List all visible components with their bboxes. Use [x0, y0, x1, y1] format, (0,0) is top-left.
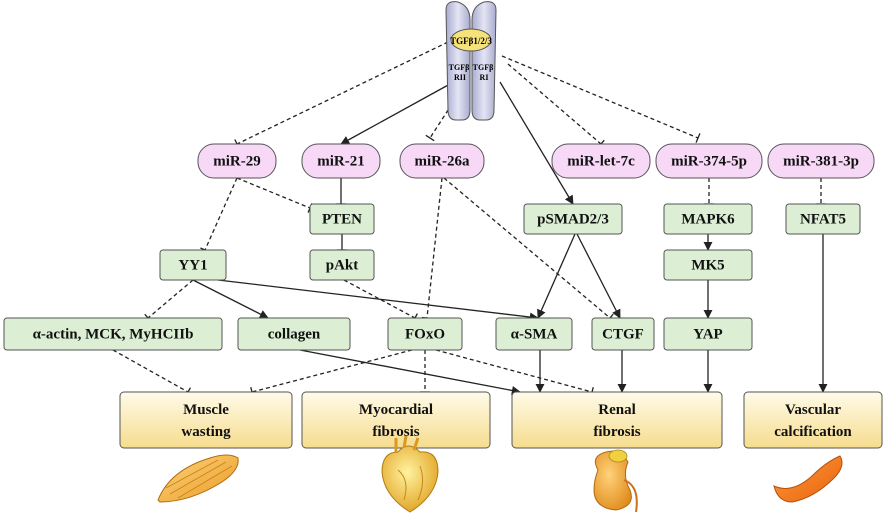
edge-mir26a-to-ctgf: [443, 177, 611, 319]
target-label: PTEN: [322, 211, 362, 227]
mirna-label: miR-374-5p: [671, 153, 747, 169]
outcome-label-line2: calcification: [774, 424, 852, 440]
target-asma: α-SMA: [495, 317, 573, 351]
receptor-left-label-line1: TGFβ: [449, 63, 470, 72]
outcome-label-line2: fibrosis: [372, 424, 419, 440]
mirna-mir29: miR-29: [197, 143, 277, 179]
target-label: α-actin, MCK, MyHCIIb: [33, 326, 194, 342]
receptor-left-label-line2: RII: [454, 73, 466, 82]
target-label: MK5: [691, 257, 724, 273]
mirna-label: miR-29: [213, 153, 261, 169]
edge-mir26a-to-foxo: [426, 177, 443, 319]
target-actin: α-actin, MCK, MyHCIIb: [3, 317, 223, 351]
outcome-vascular-calcification: Vascular calcification: [743, 391, 883, 449]
target-collagen: collagen: [237, 317, 351, 351]
outcome-myocardial-fibrosis: Myocardial fibrosis: [301, 391, 491, 449]
target-psmad: pSMAD2/3: [523, 203, 623, 235]
receptor-right-label-line2: RI: [480, 73, 489, 82]
muscle-illustration: [157, 454, 239, 503]
mirna-mir374: miR-374-5p: [655, 143, 763, 179]
outcome-label-line1: Muscle: [183, 402, 229, 418]
target-label: FOxO: [405, 326, 445, 342]
edge-receptor-to-mirlet7c: [507, 63, 602, 145]
mirna-label: miR-381-3p: [783, 153, 859, 169]
target-mapk6: MAPK6: [663, 203, 753, 235]
target-mk5: MK5: [663, 249, 753, 281]
edge-receptor-to-mir29: [236, 41, 449, 145]
target-pten: PTEN: [309, 203, 375, 235]
target-label: YY1: [178, 257, 207, 273]
mirna-label: miR-let-7c: [567, 153, 635, 169]
target-nfat5: NFAT5: [785, 203, 861, 235]
mirna-mir26a: miR-26a: [399, 143, 485, 179]
target-label: pAkt: [326, 257, 359, 273]
mirna-mir21: miR-21: [301, 143, 381, 179]
mirna-label: miR-26a: [415, 153, 470, 169]
edge-foxo-to-renal: [435, 349, 593, 393]
receptor-left-chain: [445, 1, 471, 121]
outcome-label-line1: Vascular: [785, 402, 841, 418]
target-label: MAPK6: [681, 211, 735, 227]
target-yy1: YY1: [159, 249, 227, 281]
mirna-mir381: miR-381-3p: [767, 143, 875, 179]
mirna-label: miR-21: [317, 153, 365, 169]
target-label: YAP: [693, 326, 722, 342]
edge-receptor-to-mir374: [501, 55, 699, 139]
edge-receptor-to-psmad: [499, 81, 574, 205]
edge-yy1-to-asma: [217, 279, 539, 322]
target-label: pSMAD2/3: [537, 211, 609, 227]
target-label: NFAT5: [800, 211, 846, 227]
receptor-right-label: TGFβ RI: [473, 63, 496, 82]
inhibition-bar: [695, 133, 701, 143]
edge-yy1-to-actin: [147, 279, 194, 319]
outcome-label-line1: Myocardial: [359, 402, 433, 418]
edge-psmad-to-asma: [537, 233, 576, 319]
edge-mir29-to-pten: [236, 177, 311, 209]
outcome-muscle-wasting: Muscle wasting: [119, 391, 293, 449]
target-label: collagen: [268, 326, 321, 342]
target-yap: YAP: [663, 317, 753, 351]
edge-collagen-to-renal: [299, 349, 521, 395]
edge-receptor-to-mir21: [340, 83, 451, 145]
outcome-label-line2: fibrosis: [593, 424, 640, 440]
receptor-left-label: TGFβ RII: [449, 63, 472, 82]
edge-actin-to-muscle: [112, 349, 189, 393]
ligand-label: TGFβ1/2/3: [450, 36, 492, 46]
edge-psmad-to-ctgf: [576, 233, 621, 319]
outcome-label-line2: wasting: [181, 424, 231, 440]
edges-layer: [112, 41, 828, 398]
edge-yy1-to-collagen: [192, 279, 269, 319]
target-ctgf: CTGF: [591, 317, 655, 351]
target-label: CTGF: [602, 326, 644, 342]
outcome-renal-fibrosis: Renal fibrosis: [511, 391, 723, 449]
mirna-mirlet7c: miR-let-7c: [551, 143, 651, 179]
inhibition-bar: [425, 134, 435, 142]
tgfb-receptor: TGFβ1/2/3 TGFβ RII TGFβ RI: [445, 1, 497, 121]
heart-illustration: [381, 435, 439, 513]
edge-mir29-to-yy1: [204, 177, 238, 251]
receptor-right-chain: [471, 1, 497, 121]
outcome-label-line1: Renal: [598, 402, 636, 418]
kidney-illustration: [593, 449, 638, 513]
receptor-right-label-line1: TGFβ: [473, 63, 494, 72]
vessel-illustration: [773, 455, 843, 503]
target-foxo: FOxO: [387, 317, 463, 351]
ligand-ellipse: [450, 28, 492, 52]
target-pakt: pAkt: [309, 249, 375, 281]
target-label: α-SMA: [511, 326, 558, 342]
